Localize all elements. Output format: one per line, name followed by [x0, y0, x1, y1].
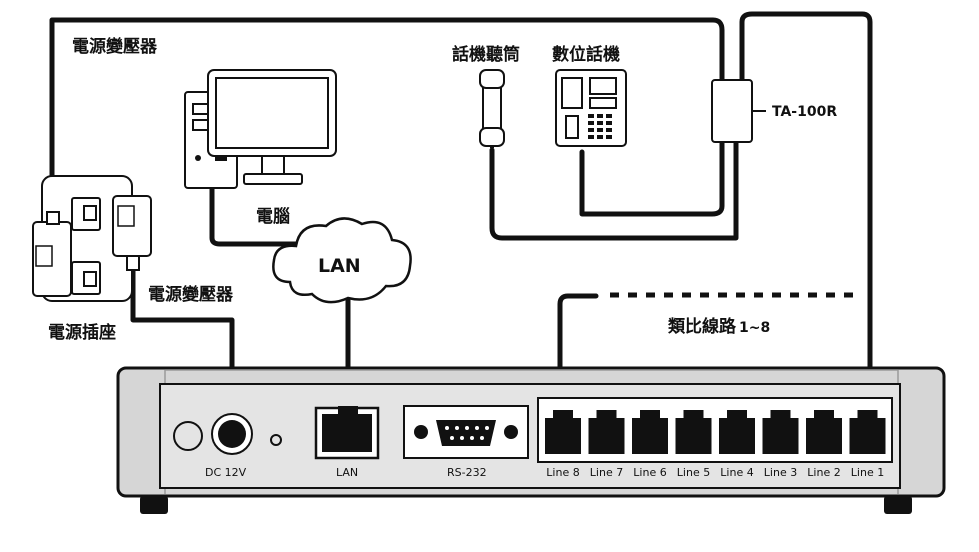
rs232-port-label: RS-232 — [447, 466, 487, 479]
line5-port[interactable] — [675, 410, 712, 454]
led-indicator — [270, 434, 282, 446]
line8-port[interactable] — [545, 410, 581, 454]
rs232-port[interactable] — [403, 405, 529, 459]
line1-cable — [739, 11, 873, 403]
line7-label: Line 7 — [590, 466, 623, 479]
line5-label: Line 5 — [677, 466, 710, 479]
handset-label: 話機聽筒 — [452, 44, 520, 65]
line1-label: Line 1 — [851, 466, 884, 479]
digital-phone-icon — [555, 69, 627, 147]
line3-label: Line 3 — [764, 466, 797, 479]
line6-label: Line 6 — [633, 466, 666, 479]
pc-lan-cable — [209, 185, 303, 247]
line8-label: Line 8 — [546, 466, 579, 479]
dc-port-label: DC 12V — [205, 466, 247, 479]
power-adapter-top-icon — [32, 211, 72, 297]
lan-cloud-icon — [272, 217, 412, 304]
computer-icon — [184, 69, 337, 189]
lan-cloud-label: LAN — [318, 255, 361, 277]
line1-port[interactable] — [849, 410, 886, 454]
power-strip-label: 電源插座 — [48, 322, 116, 343]
line3-port[interactable] — [762, 410, 799, 454]
ta100r-label: TA-100R — [772, 104, 837, 120]
lan-port[interactable] — [314, 406, 380, 460]
line4-port[interactable] — [719, 410, 755, 454]
line-port-labels: Line 8 Line 7 Line 6 Line 5 Line 4 Line 3 Line… — [546, 466, 884, 479]
line6-port[interactable] — [632, 410, 668, 454]
power-adapter-bottom-icon — [112, 195, 152, 271]
ta100r-device-icon — [711, 79, 766, 143]
line4-label: Line 4 — [720, 466, 753, 479]
handset-cable — [489, 137, 739, 241]
line2-port[interactable] — [806, 410, 842, 454]
line-ports — [545, 410, 886, 454]
line8-cable — [557, 293, 599, 408]
line2-label: Line 2 — [807, 466, 840, 479]
adapter-bottom-label: 電源變壓器 — [148, 284, 234, 305]
digital-phone-label: 數位話機 — [552, 44, 620, 65]
handset-icon — [479, 69, 505, 160]
power-switch[interactable] — [173, 421, 203, 451]
dc-12v-port[interactable] — [211, 413, 253, 455]
analog-lines-range: 1~8 — [739, 320, 770, 336]
lan-port-label: LAN — [336, 466, 358, 479]
analog-lines-text: 類比線路 — [667, 316, 737, 337]
computer-label: 電腦 — [256, 206, 290, 227]
line7-port[interactable] — [588, 410, 625, 454]
adapter-top-label: 電源變壓器 — [72, 36, 158, 57]
